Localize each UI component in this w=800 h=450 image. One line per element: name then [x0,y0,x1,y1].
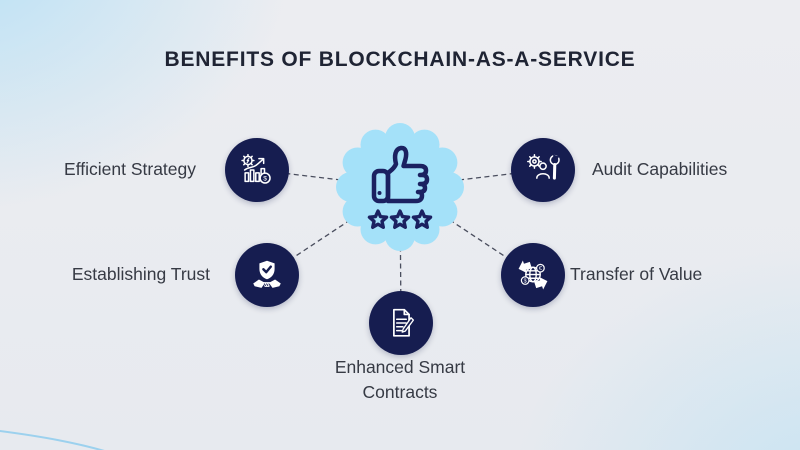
shield-check-handshake-icon [253,260,281,288]
check-mark [262,265,273,274]
corner-arc-decoration [0,430,105,450]
benefit-label-establishing-trust: Establishing Trust [71,264,210,284]
arrow-left [518,260,532,274]
benefit-label-audit-capabilities: Audit Capabilities [592,159,728,179]
benefit-node-enhanced-smart-contracts [369,291,433,355]
center-badge-graphic [336,123,464,251]
gear-person-wrench-icon [527,154,560,180]
thumbs-up-icon [371,145,430,204]
benefit-node-establishing-trust [235,243,299,307]
benefit-label-transfer-of-value: Transfer of Value [570,264,703,284]
euro-coin [535,263,545,273]
benefit-node-efficient-strategy: $ [225,138,289,202]
euro-glyph: € [539,266,542,272]
pencil-shape [401,317,415,333]
benefit-label-efficient-strategy: Efficient Strategy [64,159,196,179]
benefit-node-transfer-of-value: € $ [501,243,565,307]
scalloped-seal-shape [336,123,464,251]
wrench-notch [553,154,560,161]
document-pencil-icon [393,308,415,337]
center-badge [336,123,464,251]
growth-chart-gear-dollar-icon: $ [241,153,271,184]
arrow-right [534,276,548,290]
benefit-label-enhanced-smart-contracts: Enhanced Smart Contracts [334,357,466,402]
page-title: BENEFITS OF BLOCKCHAIN-AS-A-SERVICE [164,48,636,71]
three-stars-icon [367,209,433,229]
dollar-glyph: $ [263,175,267,182]
dollar-coin [520,276,530,285]
benefit-node-audit-capabilities [511,138,575,202]
knuckle-lines [263,283,271,287]
globe-currency-exchange-icon: € $ [518,260,548,290]
dollar-glyph: $ [524,279,527,285]
